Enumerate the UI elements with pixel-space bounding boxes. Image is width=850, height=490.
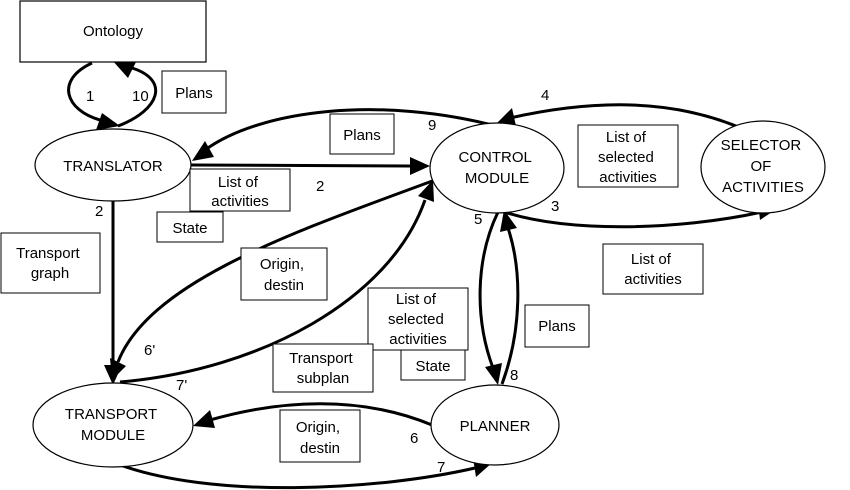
svg-text:List of selected a: List of selected activities (598, 129, 658, 186)
label-plans-ontology: Plans (161, 70, 227, 114)
svg-text:Origin, destin: Origin, destin (260, 256, 308, 294)
svg-text:List of activities: List of activities (624, 251, 682, 288)
label-plans-translator: Plans (329, 113, 395, 155)
arrowhead-control-from-planner (500, 210, 517, 232)
arrowhead-control-from-translator (410, 157, 430, 175)
selector-node: SELECTOR OF ACTIVITIES (700, 120, 826, 214)
arrowhead-transport-from-control (110, 358, 126, 380)
translator-ellipse (34, 128, 192, 202)
planner-node: PLANNER (430, 384, 560, 466)
control-module-ellipse (429, 122, 565, 214)
ontology-box (19, 0, 207, 63)
edges (67, 60, 778, 490)
arrowhead-transport-from-planner (193, 410, 215, 428)
ontology-label: Ontology (83, 23, 144, 40)
edge-transport-to-planner (114, 461, 476, 490)
edge-planner-to-control (500, 227, 520, 385)
svg-text:List of selected a: List of selected activities (388, 291, 448, 348)
control-module-node: CONTROL MODULE (429, 122, 565, 214)
edge-control-to-transport (116, 178, 436, 363)
step-1: 1 (86, 88, 94, 105)
edge-selector-to-control (509, 103, 763, 140)
arrowhead-control-from-transport (418, 180, 434, 202)
planner-label: PLANNER (460, 418, 531, 435)
transport-module-label: TRANSPORT MODULE (65, 406, 161, 444)
step-5: 5 (474, 211, 482, 228)
control-module-label: CONTROL MODULE (459, 149, 536, 187)
step-7: 7 (437, 459, 445, 476)
step-9: 9 (428, 117, 436, 134)
svg-text:Plans: Plans (343, 127, 381, 144)
label-origin-destin-lower: Origin, destin (279, 409, 361, 463)
label-origin-destin-upper: Origin, destin (240, 247, 328, 301)
label-transport-graph: Transport graph (0, 232, 101, 294)
transport-module-node: TRANSPORT MODULE (32, 382, 194, 468)
svg-text:Transport subplan: Transport subplan (289, 350, 357, 387)
step-7-prime: 7' (176, 377, 187, 394)
edge-translator-to-ontology (117, 66, 158, 128)
edge-control-to-selector (489, 205, 763, 229)
label-list-selected-planner: List of selected activities (367, 287, 469, 351)
arrowhead-ontology-bottom (112, 60, 136, 78)
svg-text:Plans: Plans (175, 85, 213, 102)
edge-translator-to-control (189, 163, 411, 168)
svg-text:State: State (172, 220, 207, 237)
step-10: 10 (132, 88, 149, 105)
transport-module-ellipse (32, 382, 194, 468)
edge-control-to-planner (478, 211, 500, 369)
arrowhead-planner-from-control (485, 363, 502, 385)
label-list-selected-selector: List of selected activities (577, 124, 679, 188)
selector-label: SELECTOR OF ACTIVITIES (721, 137, 806, 196)
step-6-prime: 6' (144, 342, 155, 359)
ontology-node: Ontology (19, 0, 207, 63)
svg-text:Transport graph: Transport graph (16, 245, 84, 282)
svg-text:Origin, destin: Origin, destin (296, 419, 344, 457)
arrowhead-translator-from-control (192, 141, 214, 161)
step-3: 3 (551, 198, 559, 215)
edge-transport-to-control (119, 199, 427, 384)
edge-ontology-to-translator (67, 61, 101, 122)
step-2-horizontal: 2 (316, 178, 324, 195)
step-2-vertical: 2 (95, 203, 103, 220)
step-4: 4 (541, 87, 549, 104)
label-state-planner: State (400, 349, 466, 381)
svg-text:Plans: Plans (538, 318, 576, 335)
step-8: 8 (510, 367, 518, 384)
step-numbers: 1 10 4 9 2 2 3 5 8 6' 7' 6 7 (86, 87, 559, 476)
edge-control-to-translator (204, 108, 501, 152)
planner-ellipse (430, 384, 560, 466)
arrowhead-translator-top (96, 113, 120, 130)
edge-planner-to-transport (209, 402, 433, 427)
label-list-activities-translator: List of activities (189, 168, 291, 212)
arrowhead-control-from-selector (495, 108, 516, 126)
svg-text:State: State (415, 358, 450, 375)
label-list-activities-selector: List of activities (602, 243, 704, 295)
label-state-translator: State (156, 211, 224, 243)
selector-ellipse (700, 120, 826, 214)
translator-node: TRANSLATOR (34, 128, 192, 202)
label-transport-subplan: Transport subplan (272, 343, 374, 393)
translator-label: TRANSLATOR (63, 158, 163, 175)
label-plans-planner: Plans (524, 304, 590, 348)
svg-text:List of activities: List of activities (211, 174, 269, 210)
step-6: 6 (410, 430, 418, 447)
